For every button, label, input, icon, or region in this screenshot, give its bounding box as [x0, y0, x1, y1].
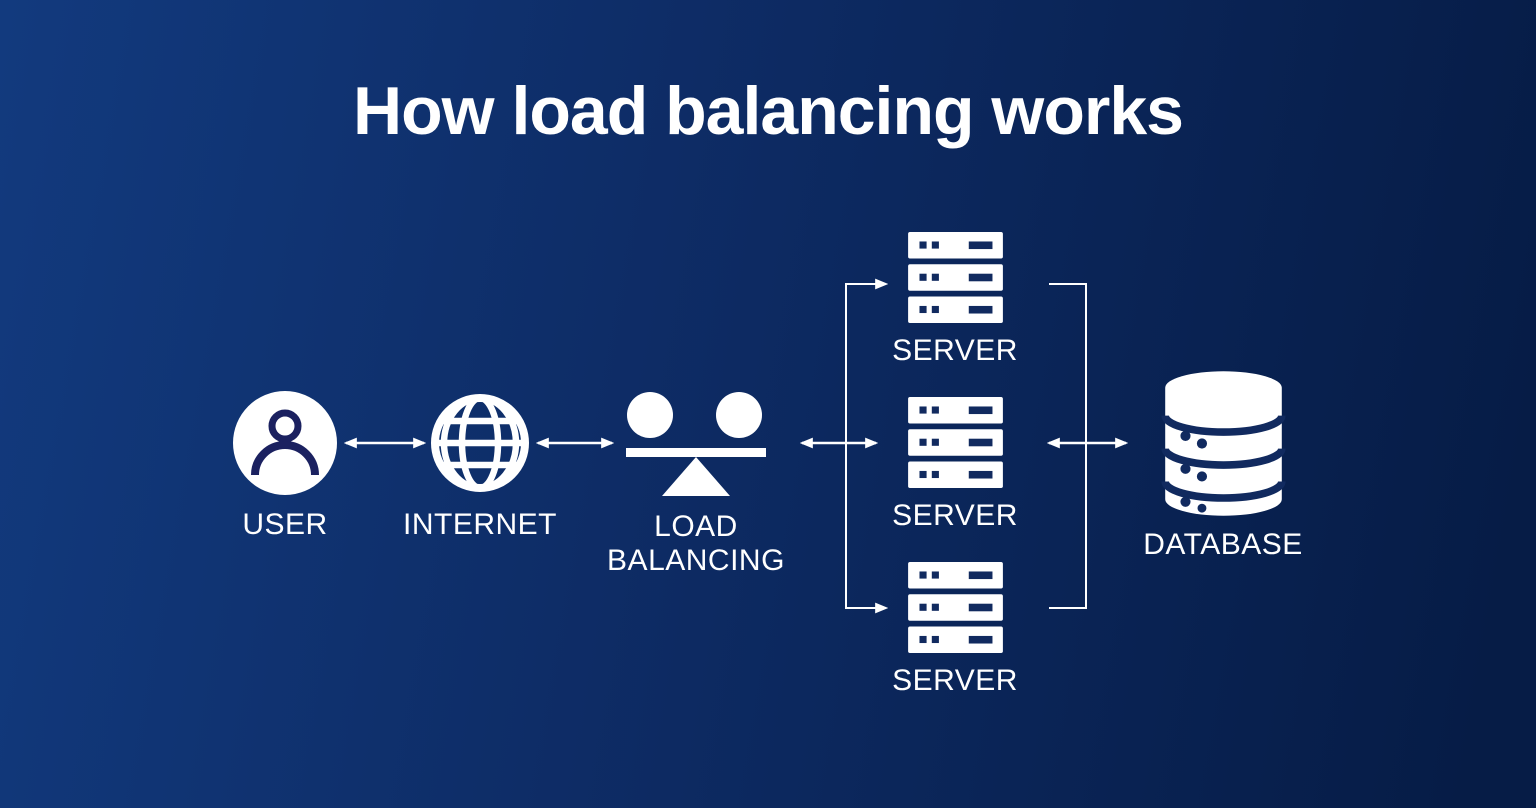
server-rack-icon	[907, 232, 1003, 323]
node-user: USER	[185, 391, 385, 542]
page-title: How load balancing works	[353, 73, 1184, 149]
node-label-server-3: SERVER	[892, 664, 1018, 697]
node-internet: INTERNET	[380, 391, 580, 542]
node-server-2: SERVER	[855, 397, 1055, 533]
node-label-load: LOAD	[654, 510, 738, 543]
server-rack-icon	[907, 397, 1003, 488]
node-load-balancer: LOAD BALANCING	[586, 391, 806, 578]
node-label-server-2: SERVER	[892, 499, 1018, 532]
node-label-internet: INTERNET	[403, 508, 557, 541]
node-label-balancing: BALANCING	[607, 544, 785, 577]
globe-icon	[431, 394, 529, 492]
node-server-1: SERVER	[855, 232, 1055, 368]
node-server-3: SERVER	[855, 562, 1055, 698]
server-rack-icon	[907, 562, 1003, 653]
user-icon	[233, 391, 337, 495]
database-icon	[1160, 371, 1286, 516]
balance-scale-icon	[626, 392, 766, 496]
node-label-database: DATABASE	[1143, 528, 1303, 561]
node-label-server-1: SERVER	[892, 334, 1018, 367]
node-label-user: USER	[242, 508, 328, 541]
node-database: DATABASE	[1113, 370, 1333, 562]
